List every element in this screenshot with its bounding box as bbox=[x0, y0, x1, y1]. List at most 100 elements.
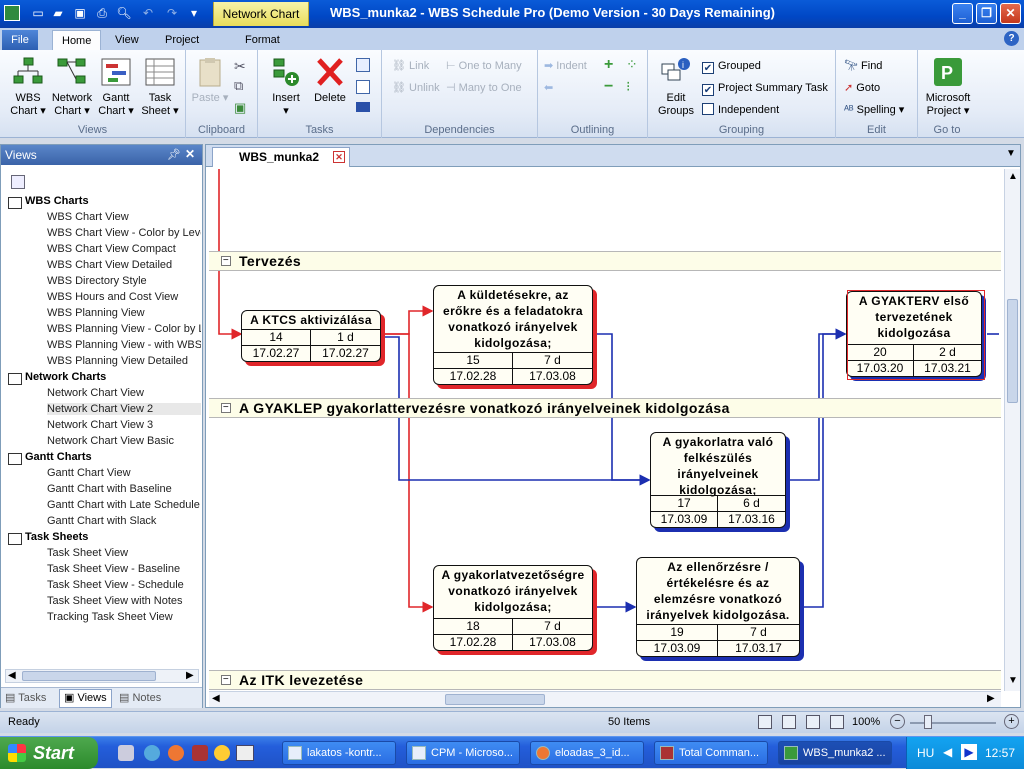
restore-button[interactable]: ❐ bbox=[976, 3, 997, 24]
insert-button[interactable]: Insert▾ bbox=[264, 56, 308, 118]
view-sheet-icon[interactable] bbox=[830, 715, 844, 729]
new-icon[interactable]: ▭ bbox=[32, 6, 44, 20]
view-item[interactable]: Task Sheet View bbox=[47, 547, 129, 559]
network-chart-button[interactable]: Network Chart ▾ bbox=[50, 56, 94, 118]
scroll-right-icon[interactable]: ▶ bbox=[987, 693, 995, 704]
scroll-right-icon[interactable]: ▶ bbox=[186, 670, 194, 681]
minimize-button[interactable]: _ bbox=[952, 3, 973, 24]
view-category[interactable]: WBS Charts bbox=[25, 195, 89, 207]
view-item[interactable]: WBS Planning View Detailed bbox=[47, 355, 189, 367]
canvas-hscrollbar[interactable]: ◀ ▶ bbox=[209, 691, 1001, 707]
expand-icon[interactable]: + bbox=[604, 56, 614, 73]
microsoft-project-button[interactable]: P Microsoft Project ▾ bbox=[922, 56, 974, 118]
one-to-many-button[interactable]: ⊢ One to Many bbox=[446, 57, 522, 75]
pin-icon[interactable]: 📌︎ bbox=[167, 149, 181, 161]
view-item[interactable]: Gantt Chart with Late Schedule bbox=[47, 499, 200, 511]
view-item[interactable]: Task Sheet View - Baseline bbox=[47, 563, 181, 575]
view-item[interactable]: Network Chart View 3 bbox=[47, 419, 154, 431]
many-to-one-button[interactable]: ⊣ Many to One bbox=[446, 79, 522, 97]
tab-project[interactable]: Project bbox=[165, 34, 200, 46]
grouped-checkbox[interactable]: ✔Grouped bbox=[702, 57, 761, 75]
language-indicator[interactable]: HU bbox=[917, 746, 935, 760]
doc-tab-wbs-munka2[interactable]: WBS_munka2 ✕ bbox=[212, 147, 350, 167]
scroll-up-icon[interactable]: ▲ bbox=[1008, 171, 1018, 182]
view-item[interactable]: WBS Chart View bbox=[47, 211, 129, 223]
vscroll-thumb[interactable] bbox=[1007, 299, 1018, 403]
view-wbs-icon[interactable] bbox=[758, 715, 772, 729]
view-item[interactable]: Network Chart View bbox=[47, 387, 144, 399]
view-category[interactable]: Network Charts bbox=[25, 371, 107, 383]
tab-tasks-pane[interactable]: ▤ Tasks bbox=[5, 692, 47, 704]
collapse-icon[interactable]: − bbox=[604, 78, 614, 95]
view-category[interactable]: Gantt Charts bbox=[25, 451, 92, 463]
hscroll-thumb[interactable] bbox=[445, 694, 545, 705]
view-item[interactable]: WBS Planning View - with WBS C bbox=[47, 339, 201, 351]
quicklaunch-icon[interactable] bbox=[214, 745, 230, 761]
task-info-icon[interactable] bbox=[356, 58, 370, 72]
help-icon[interactable]: ? bbox=[1004, 31, 1019, 46]
views-hscrollbar[interactable]: ◀ ▶ bbox=[5, 669, 199, 683]
edit-groups-button[interactable]: i Edit Groups bbox=[652, 56, 700, 118]
view-item[interactable]: WBS Chart View - Color by Leve bbox=[47, 227, 201, 239]
project-summary-task-checkbox[interactable]: ✔Project Summary Task bbox=[702, 79, 828, 97]
unlink-button[interactable]: ⛓ Unlink bbox=[392, 79, 440, 97]
scroll-left-icon[interactable]: ◀ bbox=[212, 693, 220, 704]
tab-views-pane[interactable]: ▣ Views bbox=[59, 689, 112, 708]
quicklaunch-icon[interactable] bbox=[236, 745, 254, 761]
qat-dropdown-icon[interactable]: ▾ bbox=[190, 6, 198, 20]
collapse-section-icon[interactable]: − bbox=[221, 402, 231, 413]
show-subtasks-icon[interactable]: ⁘ bbox=[626, 56, 638, 72]
tray-arrow-icon[interactable]: ◀ bbox=[943, 745, 953, 759]
tab-view[interactable]: View bbox=[115, 34, 139, 46]
taskbar-button-active[interactable]: WBS_munka2 ... bbox=[778, 741, 892, 765]
doc-tabs-dropdown-icon[interactable]: ▼ bbox=[1006, 148, 1016, 159]
tab-format[interactable]: Format bbox=[245, 34, 280, 46]
view-item[interactable]: Gantt Chart View bbox=[47, 467, 131, 479]
zoom-in-icon[interactable]: + bbox=[1004, 714, 1019, 729]
view-item[interactable]: WBS Planning View - Color by Le bbox=[47, 323, 201, 335]
gantt-chart-button[interactable]: Gantt Chart ▾ bbox=[94, 56, 138, 118]
app-icon[interactable] bbox=[4, 5, 20, 21]
open-icon[interactable]: ▰ bbox=[53, 6, 63, 20]
quicklaunch-icon[interactable] bbox=[168, 745, 184, 761]
paste-button[interactable]: Paste ▾ bbox=[188, 56, 232, 105]
view-network-icon[interactable] bbox=[782, 715, 796, 729]
format-painter-icon[interactable]: ▣ bbox=[234, 100, 247, 115]
view-item[interactable]: WBS Chart View Detailed bbox=[47, 259, 173, 271]
zoom-out-icon[interactable]: − bbox=[890, 714, 905, 729]
collapse-section-icon[interactable]: − bbox=[221, 674, 231, 685]
close-button[interactable]: ✕ bbox=[1000, 3, 1021, 24]
outdent-button[interactable]: ⬅ bbox=[544, 79, 553, 97]
view-item[interactable]: Task Sheet View - Schedule bbox=[47, 579, 184, 591]
view-item[interactable]: Network Chart View 2 bbox=[47, 403, 201, 415]
task-color-icon[interactable] bbox=[356, 102, 370, 112]
task-options-icon[interactable] bbox=[356, 80, 370, 94]
hide-subtasks-icon[interactable]: ⁝ bbox=[626, 78, 631, 94]
copy-icon[interactable]: ⧉ bbox=[234, 78, 244, 93]
start-button[interactable]: Start bbox=[0, 737, 98, 769]
quicklaunch-icon[interactable] bbox=[144, 745, 160, 761]
quicklaunch-icon[interactable] bbox=[192, 745, 208, 761]
quicklaunch-icon[interactable] bbox=[118, 745, 134, 761]
view-item[interactable]: Gantt Chart with Baseline bbox=[47, 483, 172, 495]
print-icon[interactable]: ⎙ bbox=[97, 6, 107, 20]
taskbar-button[interactable]: CPM - Microso... bbox=[406, 741, 520, 765]
views-hscroll-thumb[interactable] bbox=[22, 671, 156, 681]
network-canvas[interactable]: − Tervezés − A GYAKLEP gyakorlattervezés… bbox=[209, 169, 1001, 691]
canvas-vscrollbar[interactable]: ▲ ▼ bbox=[1004, 169, 1020, 691]
view-item[interactable]: WBS Planning View bbox=[47, 307, 145, 319]
tab-notes-pane[interactable]: ▤ Notes bbox=[119, 692, 162, 704]
view-item[interactable]: Gantt Chart with Slack bbox=[47, 515, 157, 527]
zoom-slider-thumb[interactable] bbox=[924, 715, 932, 729]
redo-icon[interactable]: ↷ bbox=[166, 6, 178, 20]
doc-tab-close-icon[interactable]: ✕ bbox=[333, 151, 345, 163]
indent-button[interactable]: ➡ Indent bbox=[544, 57, 587, 75]
wbs-chart-button[interactable]: WBS Chart ▾ bbox=[6, 56, 50, 118]
scroll-left-icon[interactable]: ◀ bbox=[8, 670, 16, 681]
find-button[interactable]: 🔭︎ Find bbox=[844, 57, 882, 75]
taskbar-button[interactable]: eloadas_3_id... bbox=[530, 741, 644, 765]
cut-icon[interactable]: ✂ bbox=[234, 58, 246, 74]
